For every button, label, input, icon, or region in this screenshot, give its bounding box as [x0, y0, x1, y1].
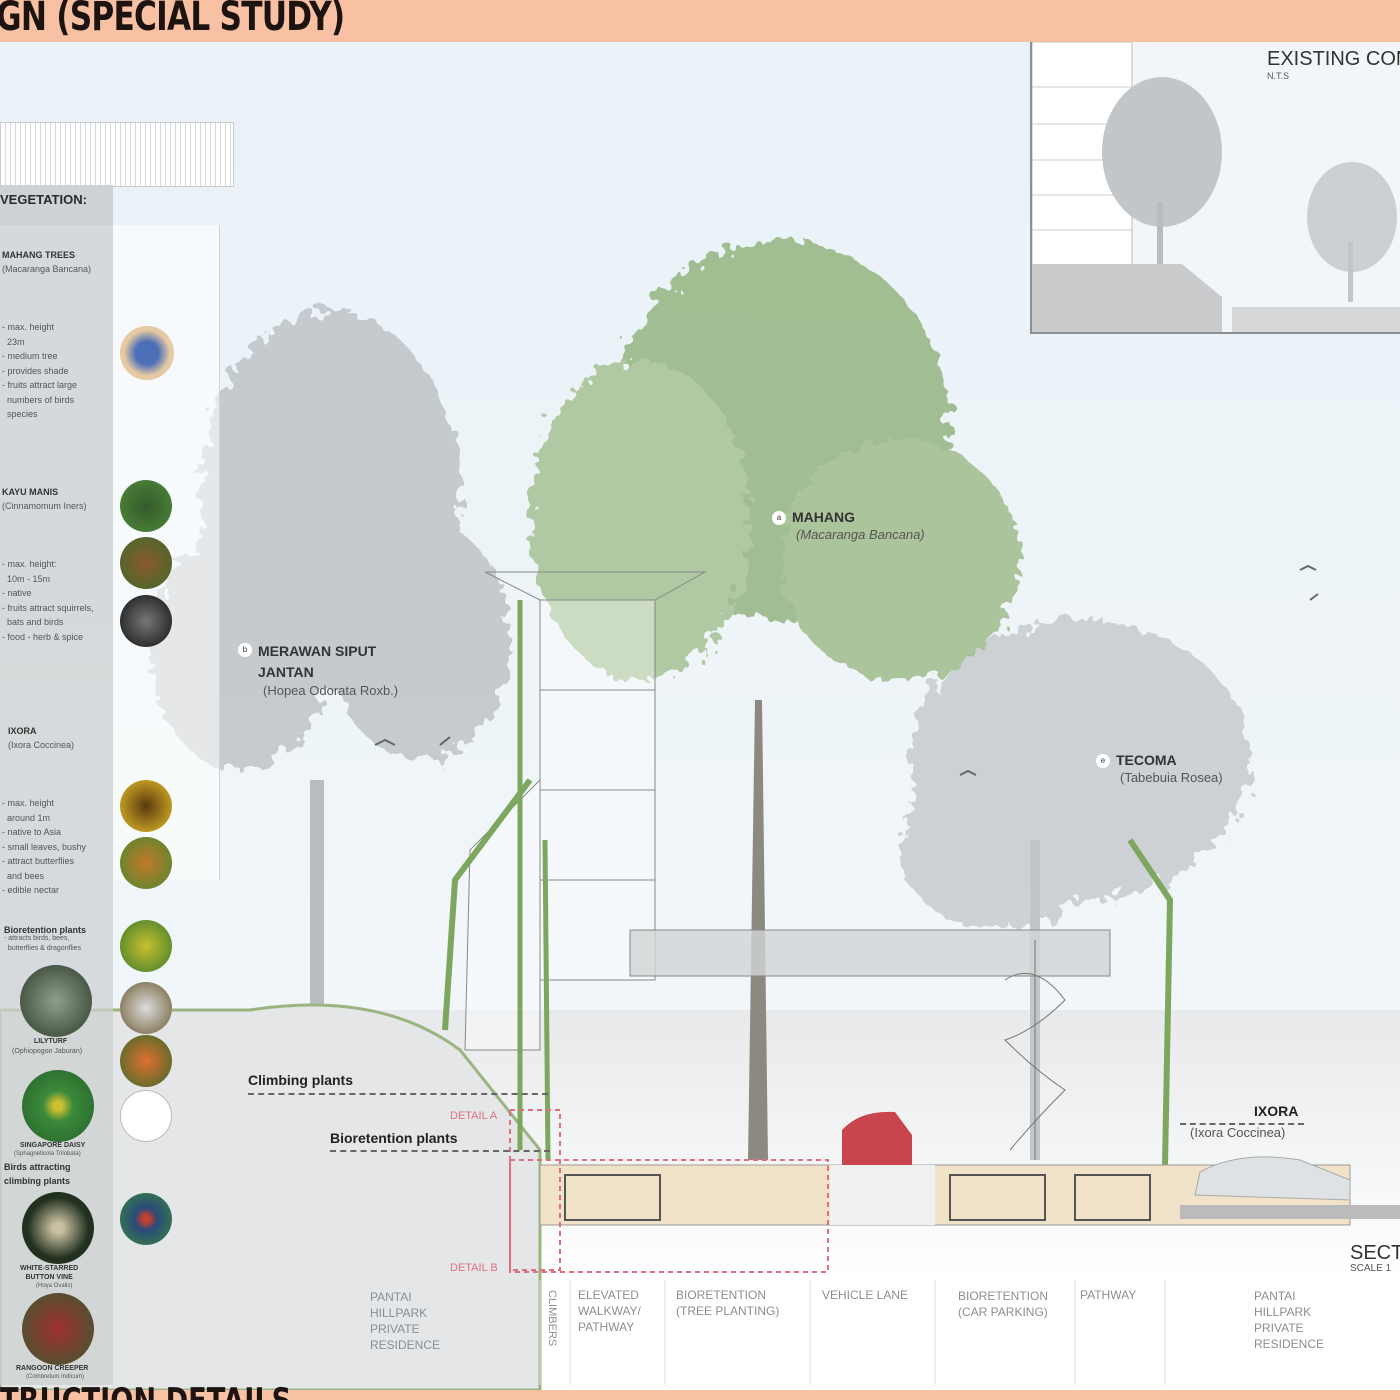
climbing-title: Birds attracting climbing plants [4, 1162, 71, 1186]
plant-scientific: (Combretum Indicum) [26, 1374, 85, 1380]
footer-band [0, 1390, 1400, 1400]
section-title: SECT [1350, 1242, 1400, 1264]
zone-label: ELEVATED WALKWAY/ PATHWAY [578, 1288, 641, 1334]
vehicle-lane [830, 1165, 935, 1225]
leader-line [1180, 1123, 1304, 1125]
zone-label: BIORETENTION (CAR PARKING) [958, 1289, 1049, 1319]
inset-tree [1102, 77, 1222, 227]
tree-scientific: (Macaranga Bancana) [796, 527, 925, 542]
elevated-walkway [629, 929, 1111, 977]
vegetation-title: VEGETATION: [0, 192, 87, 207]
zone-label: CLIMBERS [546, 1290, 558, 1347]
planters [564, 1174, 1151, 1221]
veg-name: IXORA [8, 726, 37, 736]
squirrel-photo [120, 537, 172, 589]
inset-drawing [1031, 41, 1400, 332]
tree-name: MAHANG [792, 509, 855, 525]
zone-label: VEHICLE LANE [822, 1288, 909, 1302]
veg-description: - max. height: 10m - 15m - native - frui… [2, 559, 94, 642]
detail-b-box [509, 1159, 829, 1273]
climber-frame [1127, 838, 1174, 1166]
button-vine-photo [22, 1192, 94, 1264]
butterfly-photo [120, 1035, 172, 1087]
inset-tree [1307, 162, 1397, 272]
residence-slab [1180, 1205, 1400, 1219]
plant-name: RANGOON CREEPER [16, 1365, 89, 1372]
bird-photo [120, 326, 174, 380]
marker: a [772, 510, 786, 525]
header-band [0, 0, 1400, 42]
veg-scientific: (Cinnamomum Iners) [2, 501, 87, 511]
rangoon-creeper-photo [22, 1293, 94, 1365]
bat-photo [120, 595, 172, 647]
veg-name: MAHANG TREES [2, 250, 76, 260]
tree-label-mahang: a MAHANG (Macaranga Bancana) [772, 509, 925, 542]
inset-scale: N.T.S [1267, 71, 1290, 81]
bird-photo [120, 480, 172, 532]
bird-photo [120, 1193, 172, 1245]
veg-description: - max. height 23m - medium tree - provid… [2, 322, 78, 419]
butterfly-photo [120, 837, 172, 889]
bee-photo [120, 780, 172, 832]
leader-line [248, 1093, 548, 1095]
spiral-stair [1004, 940, 1066, 1160]
detail-b-label: DETAIL B [450, 1262, 498, 1274]
bird-photo [120, 920, 172, 972]
tree-tecoma [900, 620, 1250, 930]
inset-title: EXISTING CON [1267, 48, 1400, 70]
viewing-tower [442, 571, 707, 1161]
trunk [310, 780, 324, 1010]
plant-scientific: (Hoya Ovalis) [36, 1283, 73, 1289]
bee-photo [120, 982, 172, 1034]
board-title: GN (SPECIAL STUDY) [0, 0, 345, 40]
tree-label-merawan: b MERAWAN SIPUT JANTAN (Hopea Odorata Rox… [238, 641, 398, 698]
callout-climbing-plants: Climbing plants [248, 1072, 353, 1088]
inset-road [1232, 307, 1400, 332]
veg-name: KAYU MANIS [2, 487, 59, 497]
tree-scientific: (Hopea Odorata Roxb.) [263, 683, 399, 698]
panel-header-stripes [0, 122, 234, 187]
section-scale: SCALE 1 [1350, 1263, 1392, 1274]
zone-label: PATHWAY [1080, 1288, 1137, 1302]
callout-bioretention-plants: Bioretention plants [330, 1130, 458, 1146]
existing-condition-inset [1030, 41, 1400, 334]
tree-label-tecoma: e TECOMA (Tabebuia Rosea) [1096, 752, 1223, 785]
leader-line [330, 1150, 550, 1152]
bioretention-description: - attracts birds, bees, butterflies & dr… [4, 935, 82, 952]
veg-scientific: (Macaranga Bancana) [2, 264, 92, 274]
plant-scientific: (Ophiopogon Jaburan) [12, 1048, 83, 1055]
dragonfly-photo [120, 1090, 172, 1142]
detail-a-box [509, 1109, 561, 1271]
marker: e [1096, 753, 1110, 768]
zone-label: PANTAI HILLPARK PRIVATE RESIDENCE [370, 1290, 441, 1352]
bioretention-title: Bioretention plants [4, 925, 87, 935]
plant-name: LILYTURF [34, 1038, 68, 1045]
lilyturf-photo [20, 965, 92, 1037]
tree-scientific: (Tabebuia Rosea) [1120, 770, 1223, 785]
parked-car [1194, 1156, 1351, 1201]
callout-ixora: IXORA [1254, 1103, 1299, 1119]
zone-dividers [539, 1280, 1166, 1385]
inset-slope [1032, 264, 1222, 332]
veg-scientific: (Ixora Coccinea) [8, 740, 75, 750]
vegetation-panel [0, 225, 113, 1385]
plant-scientific: (Sphagneticola Trilobata) [14, 1151, 81, 1157]
marker: b [238, 642, 252, 657]
detail-a-label: DETAIL A [450, 1110, 498, 1122]
zone-label: BIORETENTION (TREE PLANTING) [676, 1288, 780, 1318]
tree-mahang [530, 240, 1020, 680]
plant-name: WHITE-STARRED BUTTON VINE [20, 1265, 79, 1281]
zone-label: PANTAI HILLPARK PRIVATE RESIDENCE [1254, 1289, 1325, 1351]
tree-name: MERAWAN SIPUT JANTAN [258, 643, 377, 680]
tree-name: TECOMA [1116, 752, 1177, 768]
singapore-daisy-photo [22, 1070, 94, 1142]
callout-ixora-scientific: (Ixora Coccinea) [1190, 1125, 1286, 1140]
birds [374, 564, 1319, 776]
plant-name: SINGAPORE DAISY [20, 1142, 86, 1149]
footer-title: TRUCTION DETAILS [0, 1384, 291, 1400]
veg-description: - max. height around 1m - native to Asia… [2, 798, 87, 895]
red-car [842, 1111, 912, 1165]
vegetation-heading-bg [0, 185, 113, 225]
